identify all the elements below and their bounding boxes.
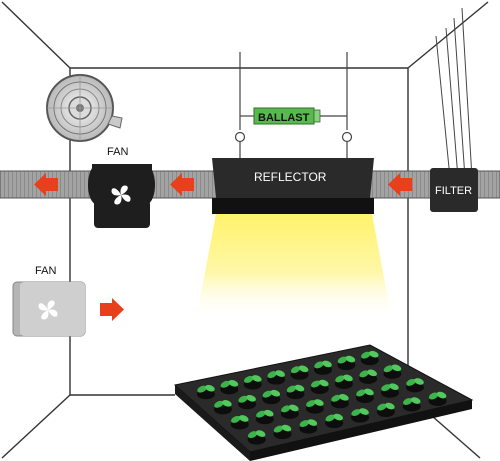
seedling: [281, 404, 299, 413]
seedling: [351, 408, 369, 416]
seedling: [337, 355, 356, 364]
exhaust-fan: FAN: [12, 265, 124, 337]
airflow-arrow-icon: [170, 173, 194, 196]
filter-label: FILTER: [435, 185, 472, 197]
inline-fan-icon: [111, 185, 131, 205]
seedling: [381, 383, 399, 392]
seedling: [286, 384, 305, 393]
seedling: [406, 378, 424, 386]
seedling: [325, 413, 344, 422]
fan-label-top: FAN: [107, 146, 128, 158]
seedling: [247, 430, 266, 439]
light-beam: [196, 214, 392, 320]
seedling: [314, 360, 332, 369]
seedling: [428, 391, 447, 400]
reflector-wires: [234, 52, 353, 158]
inline-fan: FAN: [88, 146, 155, 228]
seedling: [361, 350, 379, 359]
seedling: [377, 402, 395, 411]
fan-label-side: FAN: [35, 265, 56, 277]
seedling: [220, 380, 239, 388]
seedling: [231, 415, 249, 423]
seedling: [311, 379, 329, 388]
airflow-arrow-icon: [34, 173, 58, 196]
seedling: [256, 409, 274, 418]
seedling: [267, 370, 285, 379]
seedling: [273, 424, 292, 433]
seedling: [335, 374, 353, 383]
seedling: [306, 399, 324, 408]
seedling: [197, 384, 215, 393]
airflow-arrow-icon: [100, 298, 124, 321]
airflow-arrows: [34, 173, 412, 196]
reflector-label: REFLECTOR: [254, 170, 327, 184]
airflow-arrow-icon: [388, 173, 412, 196]
oscillating-fan-icon: [46, 74, 123, 142]
seedling: [403, 397, 421, 405]
seedling: [238, 394, 256, 403]
seedling: [244, 375, 262, 383]
ballast: BALLAST: [253, 107, 321, 125]
seedling: [290, 365, 309, 374]
seedling: [262, 389, 281, 398]
filter: FILTER: [430, 7, 478, 212]
seedling: [383, 364, 402, 373]
exhaust-fan-icon: [38, 300, 58, 320]
seedling: [356, 388, 374, 397]
ballast-label: BALLAST: [258, 112, 310, 124]
reflector: REFLECTOR: [212, 158, 374, 214]
seedling: [359, 369, 377, 378]
seedling: [214, 400, 232, 408]
seedling: [299, 419, 318, 428]
seedling-tray: [173, 344, 474, 461]
seedling: [331, 393, 349, 402]
